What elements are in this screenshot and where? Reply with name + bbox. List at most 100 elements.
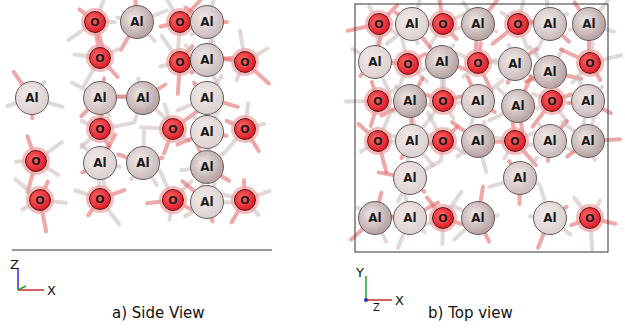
oxygen-atom: O	[29, 189, 51, 211]
atom-symbol: O	[547, 96, 556, 107]
oxygen-atom: O	[432, 13, 454, 35]
atom-symbol: O	[438, 96, 447, 107]
atom-symbol: Al	[511, 100, 524, 112]
axis-label: Z	[10, 258, 19, 272]
atom-symbol: O	[473, 58, 482, 69]
aluminium-atom: Al	[190, 150, 224, 184]
oxygen-atom: O	[432, 90, 454, 112]
oxygen-atom: O	[162, 118, 184, 140]
aluminium-atom: Al	[533, 7, 567, 41]
aluminium-atom: Al	[572, 7, 606, 41]
oxygen-atom: O	[234, 51, 256, 73]
aluminium-atom: Al	[533, 55, 567, 89]
top-axes	[364, 276, 392, 302]
atom-symbol: O	[240, 195, 249, 206]
oxygen-atom: O	[367, 130, 389, 152]
aluminium-atom: Al	[126, 146, 160, 180]
aluminium-atom: Al	[498, 47, 532, 81]
cell-box	[355, 4, 608, 252]
oxygen-atom: O	[504, 130, 526, 152]
oxygen-atom: O	[89, 188, 111, 210]
atom-symbol: Al	[508, 58, 521, 70]
aluminium-atom: Al	[393, 201, 427, 235]
aluminium-atom: Al	[393, 84, 427, 118]
atom-symbol: Al	[403, 95, 416, 107]
oxygen-atom: O	[367, 90, 389, 112]
aluminium-atom: Al	[190, 43, 224, 77]
atom-symbol: Al	[405, 135, 418, 147]
atom-symbol: O	[513, 19, 522, 30]
aluminium-atom: Al	[15, 81, 49, 115]
atom-symbol: Al	[581, 95, 594, 107]
oxygen-atom: O	[234, 189, 256, 211]
aluminium-atom: Al	[83, 146, 117, 180]
atom-symbol: Al	[543, 135, 556, 147]
atom-symbol: Al	[405, 18, 418, 30]
aluminium-atom: Al	[190, 115, 224, 149]
atom-symbol: O	[240, 124, 249, 135]
oxygen-atom: O	[89, 47, 111, 69]
atom-symbol: Al	[25, 92, 38, 104]
atom-symbol: O	[374, 19, 383, 30]
atom-symbol: Al	[543, 212, 556, 224]
atom-symbol: O	[31, 156, 40, 167]
atom-symbol: Al	[435, 56, 448, 68]
atom-symbol: O	[438, 136, 447, 147]
atom-symbol: O	[585, 213, 594, 224]
atom-symbol: O	[585, 58, 594, 69]
atom-symbol: Al	[200, 16, 213, 28]
atom-symbol: Al	[471, 135, 484, 147]
oxygen-atom: O	[25, 150, 47, 172]
atom-symbol: Al	[403, 212, 416, 224]
aluminium-atom: Al	[358, 201, 392, 235]
atom-symbol: Al	[582, 18, 595, 30]
aluminium-atom: Al	[395, 7, 429, 41]
oxygen-atom: O	[89, 118, 111, 140]
axis-label: X	[395, 294, 404, 308]
atom-symbol: Al	[200, 92, 213, 104]
bond-sticks	[7, 0, 621, 250]
aluminium-atom: Al	[461, 201, 495, 235]
atom-symbol: O	[438, 19, 447, 30]
aluminium-atom: Al	[190, 81, 224, 115]
atom-symbol: Al	[200, 196, 213, 208]
atom-symbol: O	[168, 195, 177, 206]
oxygen-atom: O	[432, 130, 454, 152]
atom-symbol: Al	[130, 16, 143, 28]
aluminium-atom: Al	[571, 84, 605, 118]
oxygen-atom: O	[368, 13, 390, 35]
atom-symbol: Al	[93, 92, 106, 104]
oxygen-atom: O	[432, 207, 454, 229]
atom-symbol: Al	[403, 172, 416, 184]
aluminium-atom: Al	[461, 7, 495, 41]
atom-symbol: Al	[471, 212, 484, 224]
oxygen-atom: O	[467, 52, 489, 74]
aluminium-atom: Al	[190, 185, 224, 219]
aluminium-atom: Al	[571, 124, 605, 158]
atom-symbol: O	[175, 17, 184, 28]
atom-symbol: Al	[368, 212, 381, 224]
atom-symbol: Al	[93, 157, 106, 169]
aluminium-atom: Al	[83, 81, 117, 115]
atom-symbol: O	[373, 136, 382, 147]
axis-label: Y	[356, 266, 364, 280]
atom-symbol: Al	[543, 18, 556, 30]
aluminium-atom: Al	[533, 124, 567, 158]
axis-label: X	[47, 284, 56, 298]
oxygen-atom: O	[162, 189, 184, 211]
panel-caption: a) Side View	[112, 305, 205, 322]
oxygen-atom: O	[84, 11, 106, 33]
oxygen-atom: O	[579, 52, 601, 74]
aluminium-atom: Al	[395, 124, 429, 158]
aluminium-atom: Al	[533, 201, 567, 235]
oxygen-atom: O	[397, 53, 419, 75]
aluminium-atom: Al	[503, 161, 537, 195]
atom-symbol: Al	[200, 126, 213, 138]
aluminium-atom: Al	[358, 45, 392, 79]
oxygen-atom: O	[507, 13, 529, 35]
aluminium-atom: Al	[120, 5, 154, 39]
oxygen-atom: O	[234, 118, 256, 140]
aluminium-atom: Al	[190, 5, 224, 39]
atom-symbol: Al	[200, 54, 213, 66]
atom-symbol: O	[438, 213, 447, 224]
